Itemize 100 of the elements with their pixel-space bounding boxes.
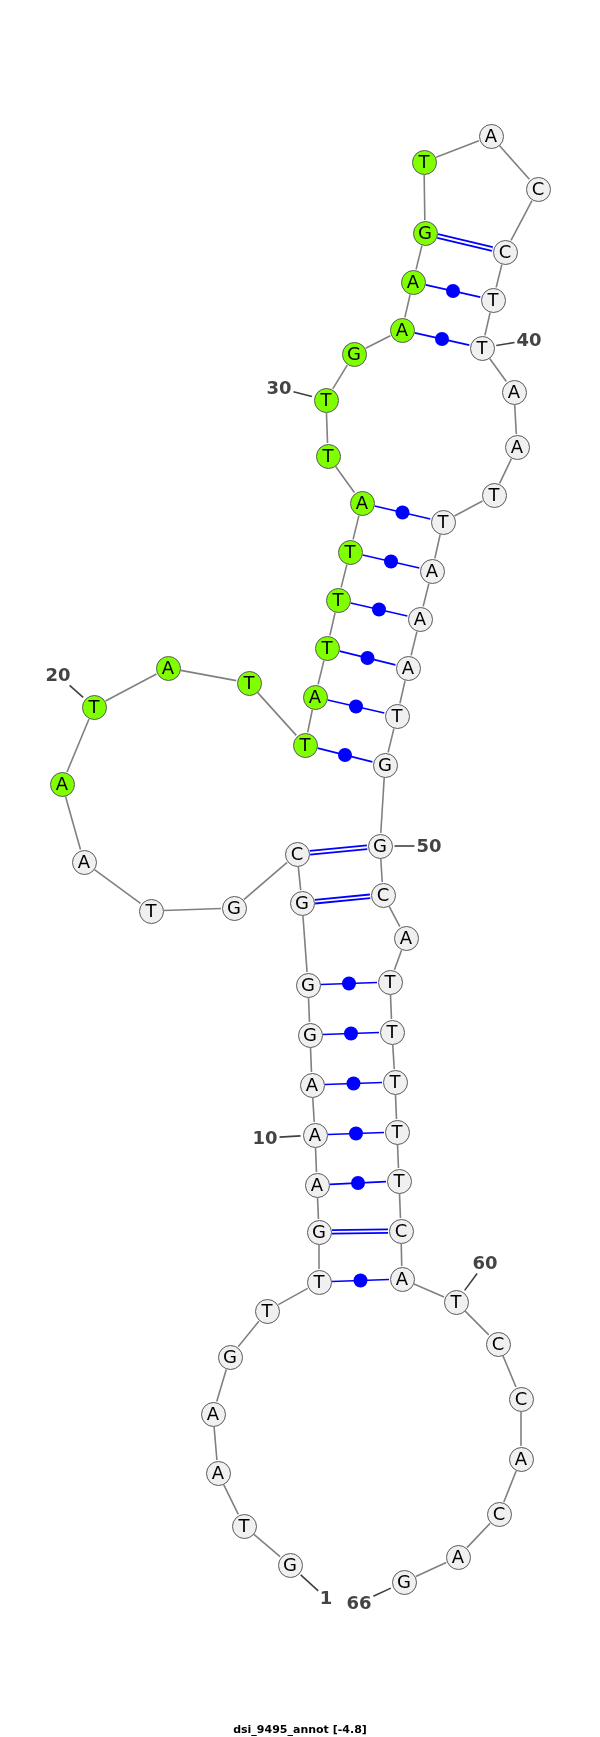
nucleotide-node: A [508,1446,534,1472]
backbone-line [253,1533,281,1558]
nucleotide-node: G [295,972,321,998]
position-number: 30 [266,379,292,397]
base-pair-line [324,1076,383,1091]
nucleotide-node: A [389,1266,415,1292]
nucleotide-node: C [388,1218,414,1244]
nucleotide-node: C [485,1331,511,1357]
nucleotide-node: T [306,1269,332,1295]
backbone-line [380,777,385,834]
nucleotide-node: G [306,1219,332,1245]
nucleotide-node: T [430,509,456,535]
position-number: 20 [45,666,71,684]
base-pair-line [413,332,471,346]
nucleotide-node: A [407,606,433,632]
nucleotide-node: G [277,1552,303,1578]
backbone-line [434,533,441,560]
backbone-line [388,905,401,928]
leader-line [393,845,416,847]
nucleotide-node: T [325,587,351,613]
leader-line [278,1135,302,1138]
backbone-line [510,199,533,242]
backbone-line [399,679,406,705]
nucleotide-node: A [49,771,75,797]
nucleotide-node: G [372,752,398,778]
backbone-line [396,1144,400,1169]
backbone-line [466,1522,491,1549]
backbone-line [498,457,513,485]
nucleotide-node: G [391,1569,417,1595]
base-pair-line [424,284,482,298]
backbone-line [66,718,90,773]
nucleotide-node: T [138,898,164,924]
backbone-line [488,357,508,383]
base-pair-line [314,893,371,905]
backbone-line [389,994,393,1020]
base-pair-line [326,699,386,714]
backbone-line [306,708,314,734]
nucleotide-node: A [393,925,419,951]
backbone-line [484,311,491,337]
nucleotide-node: T [292,732,318,758]
base-pair-line [320,976,378,991]
nucleotide-node: T [379,1019,405,1045]
nucleotide-node: A [445,1544,471,1570]
backbone-line [256,691,298,737]
nucleotide-node: A [205,1460,231,1486]
position-number: 66 [346,1594,372,1612]
nucleotide-node: A [400,269,426,295]
nucleotide-node: T [313,387,339,413]
nucleotide-node: A [299,1072,325,1098]
nucleotide-node: A [302,684,328,710]
nucleotide-node: T [384,1119,410,1145]
base-pair-line [327,1126,385,1141]
backbone-line [513,404,518,435]
nucleotide-node: T [337,539,363,565]
backbone-line [503,1470,517,1503]
base-pair-line [322,1026,380,1041]
nucleotide-node: C [284,841,310,867]
backbone-line [222,1483,240,1516]
backbone-line [453,500,484,517]
backbone-line [498,144,531,181]
backbone-line [307,997,311,1023]
backbone-line [64,795,82,851]
nucleotide-node: T [469,335,495,361]
backbone-line [334,465,356,494]
nucleotide-node: C [492,239,518,265]
backbone-line [364,335,392,349]
nucleotide-node: A [155,655,181,681]
nucleotide-node: G [289,890,315,916]
backbone-line [314,1147,318,1173]
backbone-line [404,293,411,319]
backbone-line [213,1426,218,1461]
backbone-line [331,364,349,390]
nucleotide-node: T [386,1168,412,1194]
backbone-line [93,868,142,905]
backbone-line [104,673,158,702]
backbone-line [316,1197,320,1220]
nucleotide-node: A [200,1401,226,1427]
nucleotide-node: A [304,1172,330,1198]
nucleotide-node: T [254,1298,280,1324]
nucleotide-node: A [501,379,527,405]
backbone-line [352,514,360,541]
nucleotide-node: T [384,703,410,729]
nucleotide-node: A [419,558,445,584]
nucleotide-node: T [481,482,507,508]
base-pair-line [436,233,494,252]
backbone-line [237,1320,260,1348]
nucleotide-node: T [377,969,403,995]
backbone-line [410,630,418,657]
backbone-line [318,1244,320,1270]
nucleotide-node: G [412,220,438,246]
base-pair-line [331,1273,390,1288]
backbone-line [309,1047,313,1073]
nucleotide-node: C [508,1386,534,1412]
backbone-line [422,582,430,608]
diagram-title: dsi_9495_annot [-4.8] [233,1723,367,1735]
backbone-line [502,1355,517,1388]
leader-line [495,341,516,347]
backbone-line [520,1411,522,1447]
nucleotide-node: A [71,849,97,875]
position-number: 50 [416,837,442,855]
